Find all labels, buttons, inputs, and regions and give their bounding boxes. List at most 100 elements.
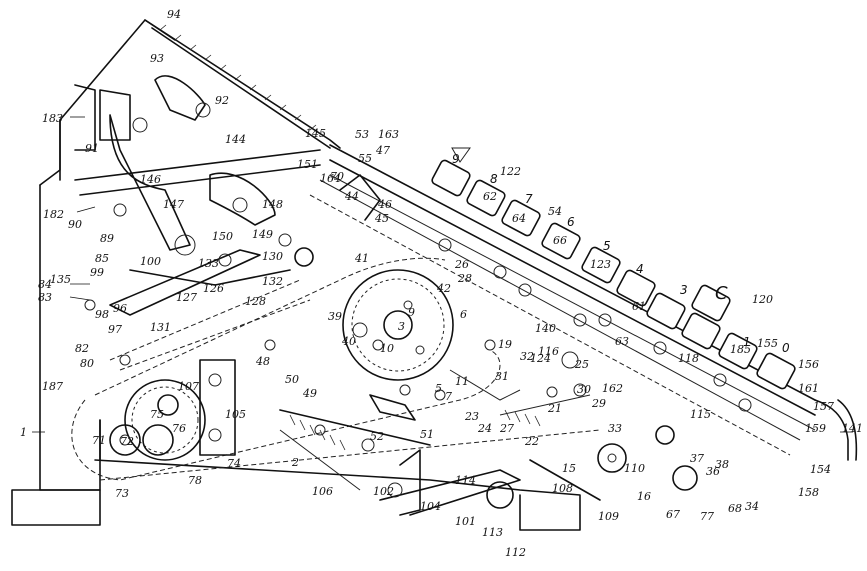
ref-44: 44 — [344, 190, 359, 203]
ref-112: 112 — [505, 546, 526, 559]
ref-118: 118 — [678, 352, 699, 365]
ref-147: 147 — [163, 198, 184, 211]
ref-23: 23 — [464, 410, 479, 423]
ref-105: 105 — [225, 408, 246, 421]
ref-132: 132 — [262, 275, 283, 288]
ref-85: 85 — [95, 252, 109, 265]
ref-68: 68 — [728, 502, 742, 515]
ref-93: 93 — [150, 52, 164, 65]
key-5[interactable]: 5 — [581, 239, 621, 284]
ref-52: 52 — [370, 430, 384, 443]
key-9[interactable]: 9 — [431, 152, 471, 197]
ref-108: 108 — [552, 482, 573, 495]
ref-1: 1 — [20, 426, 27, 439]
ref-145: 145 — [305, 127, 326, 140]
ref-84: 84 — [38, 278, 52, 291]
ref-83: 83 — [38, 291, 52, 304]
svg-text:0: 0 — [782, 341, 790, 355]
ref-116: 116 — [538, 345, 559, 358]
svg-text:3: 3 — [680, 283, 688, 297]
svg-text:6: 6 — [567, 215, 575, 229]
svg-text:9: 9 — [452, 152, 460, 166]
pivot-screws — [84, 102, 752, 498]
key-3[interactable]: 3 — [646, 283, 688, 330]
ref-102: 102 — [373, 485, 394, 498]
levers — [74, 75, 601, 516]
key-8[interactable]: 8 — [466, 172, 506, 217]
ref-49: 49 — [302, 387, 317, 400]
svg-text:C: C — [715, 283, 728, 304]
ref-187: 187 — [42, 380, 63, 393]
ref-45: 45 — [374, 212, 389, 225]
ref-185: 185 — [730, 343, 751, 356]
ref-21: 21 — [547, 402, 562, 415]
ref-36: 36 — [706, 465, 720, 478]
key-caps: 9 8 7 6 5 4 3 2 — [431, 147, 796, 390]
ref-38: 38 — [715, 458, 729, 471]
ref-100: 100 — [140, 255, 161, 268]
key-6[interactable]: 6 — [541, 215, 581, 260]
key-0[interactable]: 0 — [756, 341, 796, 390]
ref-32: 32 — [520, 350, 534, 363]
ref-135: 135 — [50, 273, 71, 286]
key-4[interactable]: 4 — [616, 262, 656, 307]
ref-158: 158 — [798, 486, 819, 499]
ref-107: 107 — [178, 380, 199, 393]
ref-11: 11 — [455, 375, 469, 388]
ref-78: 78 — [188, 474, 202, 487]
ref-47: 47 — [375, 144, 390, 157]
key-c[interactable]: C — [691, 283, 731, 322]
ref-127: 127 — [176, 291, 197, 304]
ref-114: 114 — [455, 474, 476, 487]
ref-148: 148 — [262, 198, 283, 211]
ref-104: 104 — [420, 500, 441, 513]
ref-70: 70 — [330, 170, 344, 183]
ref-26: 26 — [454, 258, 469, 271]
ref-157: 157 — [813, 400, 834, 413]
ref-7: 7 — [445, 390, 452, 403]
ref-122: 122 — [500, 165, 521, 178]
ref-89: 89 — [100, 232, 114, 245]
ref-144: 144 — [225, 133, 246, 146]
ref-10: 10 — [380, 342, 394, 355]
main-gear-10 — [342, 269, 454, 381]
ref-73: 73 — [115, 487, 129, 500]
ref-151: 151 — [297, 158, 318, 171]
ref-131: 131 — [150, 321, 171, 334]
ref-123: 123 — [590, 258, 611, 271]
ref-162: 162 — [602, 382, 623, 395]
ref-40: 40 — [341, 335, 356, 348]
ref-63: 63 — [615, 335, 629, 348]
reference-numerals: 1 2 3 5 6 7 9 10 11 15 16 19 21 22 23 24… — [20, 8, 863, 559]
ref-22: 22 — [524, 435, 539, 448]
ref-163: 163 — [378, 128, 399, 141]
ref-3: 3 — [398, 320, 405, 333]
ref-15: 15 — [562, 462, 576, 475]
ref-64: 64 — [512, 212, 526, 225]
chains — [71, 257, 601, 481]
ref-155: 155 — [757, 337, 778, 350]
ref-92: 92 — [215, 94, 229, 107]
key-1[interactable]: 1 — [718, 332, 758, 370]
key-bank — [309, 144, 858, 461]
ref-96: 96 — [113, 302, 127, 315]
key-7[interactable]: 7 — [501, 192, 541, 237]
ref-53: 53 — [355, 128, 369, 141]
ref-120: 120 — [752, 293, 773, 306]
ref-50: 50 — [285, 373, 299, 386]
ref-31: 31 — [495, 370, 509, 383]
pulley-72 — [109, 424, 141, 456]
ref-39: 39 — [328, 310, 342, 323]
svg-text:8: 8 — [490, 172, 498, 186]
ref-67: 67 — [666, 508, 680, 521]
ref-183: 183 — [42, 112, 63, 125]
ref-55: 55 — [358, 152, 372, 165]
ref-146: 146 — [140, 173, 161, 186]
ref-61: 61 — [632, 300, 646, 313]
ref-101: 101 — [455, 515, 476, 528]
ref-5: 5 — [435, 382, 442, 395]
svg-text:1: 1 — [743, 335, 751, 349]
ref-34: 34 — [745, 500, 759, 513]
ref-94: 94 — [167, 8, 181, 21]
